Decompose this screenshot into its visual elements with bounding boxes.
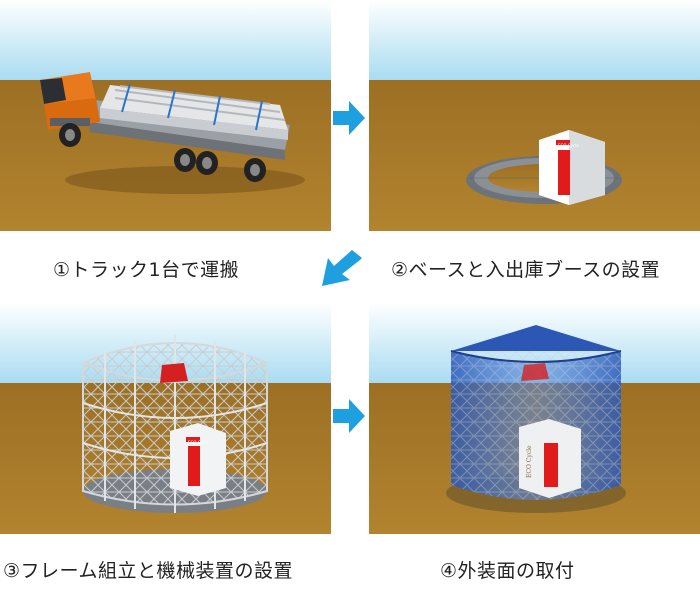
- booth-sign: ECO Cycle: [558, 143, 579, 148]
- frame-structure-illustration: ECO Cycle: [82, 335, 268, 513]
- booth-sign: ECO Cycle: [188, 440, 209, 445]
- arrow-right-icon: [333, 399, 365, 437]
- panel-exterior-cover: ECO Cycle: [369, 303, 700, 534]
- covered-structure-illustration: ECO Cycle: [446, 325, 626, 513]
- panel-truck-transport: [0, 0, 331, 231]
- step-3-caption: ③フレーム組立と機械装置の設置: [3, 560, 293, 582]
- booth-illustration: ECO Cycle: [539, 130, 605, 205]
- step-1-caption: ①トラック1台で運搬: [53, 259, 240, 281]
- truck-illustration: [40, 72, 305, 194]
- booth-sign: ECO Cycle: [526, 445, 533, 478]
- step-2-caption: ②ベースと入出庫ブースの設置: [391, 259, 661, 281]
- arrow-right-icon: [333, 101, 365, 139]
- step-4-caption: ④外装面の取付: [440, 560, 575, 582]
- panel-frame-assembly: ECO Cycle: [0, 303, 331, 534]
- panel-base-booth: ECO Cycle: [369, 0, 700, 231]
- arrow-down-left-icon: [322, 250, 362, 290]
